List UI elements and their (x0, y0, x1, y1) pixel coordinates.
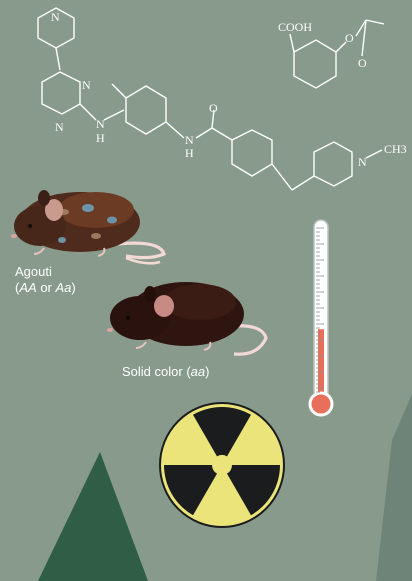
pyrimidine-ring (41, 71, 81, 115)
thermometer (308, 219, 334, 417)
mouse-ear (45, 199, 63, 221)
agouti-label: Agouti (AA or Aa) (15, 264, 76, 296)
genotype-AA: AA (19, 280, 37, 295)
mouse-ear (154, 295, 174, 317)
tree-dark (38, 452, 148, 581)
radiation-symbol (159, 402, 285, 528)
radiation-blades (164, 407, 280, 516)
imatinib-atom-labels: N N N N H N H O N CH3 (51, 10, 407, 169)
piperidine-ring (313, 141, 353, 187)
solid-color-label: Solid color (aa) (122, 364, 210, 379)
solid-color-text: Solid color (122, 364, 183, 379)
tolyl-ring (125, 85, 167, 135)
atom-label: O (358, 56, 367, 70)
mouse-nose (107, 328, 113, 332)
imatinib-structure (37, 7, 383, 191)
mouse-tail (231, 324, 268, 356)
genotype-or: or (40, 280, 52, 295)
genotype-aa: aa (190, 364, 206, 379)
atom-label: O (345, 31, 354, 45)
genotype-Aa: Aa (55, 280, 72, 295)
aspirin-structure (289, 19, 385, 89)
aspirin-atom-labels: COOH O O (278, 20, 367, 70)
atom-label: N (51, 10, 60, 24)
atom-label: H (96, 131, 105, 145)
atom-label: O (209, 101, 218, 115)
atom-label: N (358, 155, 367, 169)
agouti-mouse (11, 190, 166, 265)
atom-label: N (96, 117, 105, 131)
thermometer-liquid (318, 329, 324, 402)
mouse-eye (27, 223, 33, 229)
agouti-fleck (82, 204, 94, 212)
atom-label: N (55, 120, 64, 134)
atom-label: N (82, 78, 91, 92)
atom-label: N (185, 133, 194, 147)
aspirin-ring (293, 39, 337, 89)
mouse-nose (11, 234, 17, 238)
mouse-eye (125, 315, 131, 321)
mouse-tail (117, 241, 166, 260)
thermometer-bulb (308, 391, 334, 417)
atom-label: CH3 (384, 142, 407, 156)
solid-color-mouse (107, 282, 268, 356)
atom-label: H (185, 146, 194, 160)
atom-label: COOH (278, 20, 312, 34)
agouti-label-line1: Agouti (15, 264, 52, 279)
thermometer-ticks (316, 227, 324, 393)
benzamide-ring (231, 129, 273, 177)
agouti-label-line2: (AA or Aa) (15, 280, 76, 295)
tree-light (376, 394, 412, 581)
